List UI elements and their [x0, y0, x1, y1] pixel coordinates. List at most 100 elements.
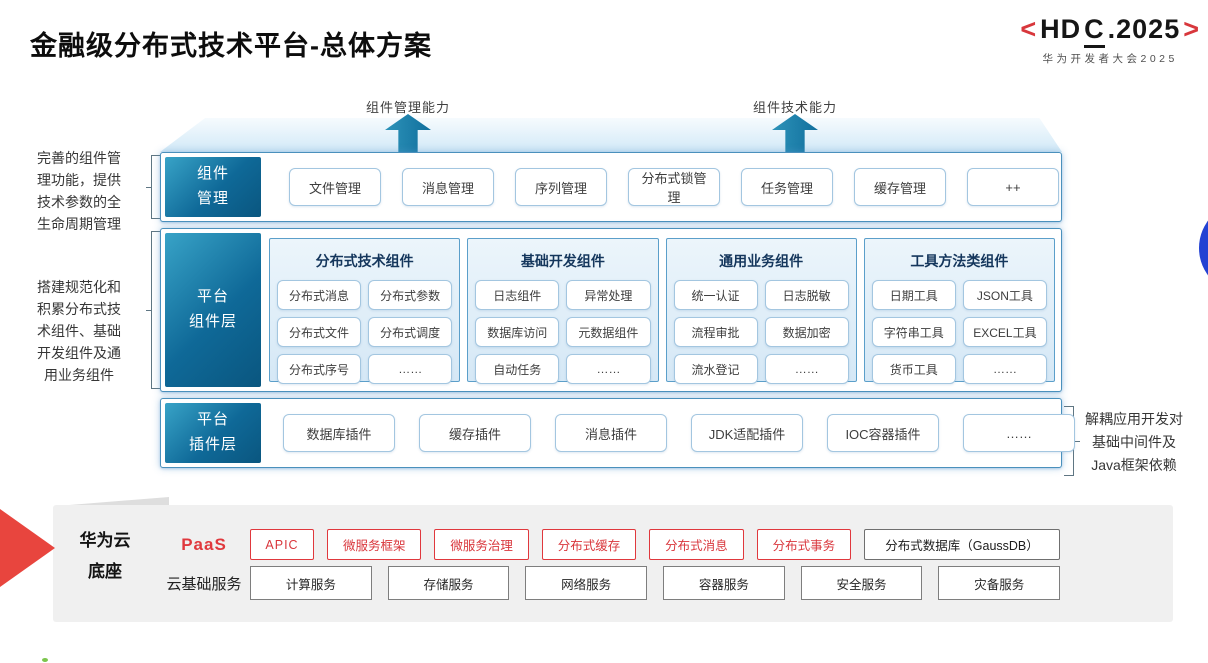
group-title: 通用业务组件	[719, 253, 804, 269]
component-box: 日期工具	[871, 280, 956, 310]
component-groups: 分布式技术组件 分布式消息 分布式参数 分布式文件 分布式调度 分布式序号 ………	[261, 233, 1057, 387]
component-box: 自动任务	[475, 354, 560, 384]
group-grid: 统一认证 日志脱敏 流程审批 数据加密 流水登记 ……	[673, 280, 849, 384]
component-box: 异常处理	[566, 280, 651, 310]
red-arrow-icon	[0, 509, 55, 587]
paas-label: PaaS	[181, 534, 227, 554]
group-grid: 日志组件 异常处理 数据库访问 元数据组件 自动任务 ……	[475, 280, 651, 384]
capability-label-management: 组件管理能力	[365, 100, 450, 115]
component-box: 分布式参数	[368, 280, 453, 310]
paas-boxes: APIC 微服务框架 微服务治理 分布式缓存 分布式消息 分布式事务 分布式数据…	[250, 529, 1061, 560]
logo-right-bracket: >	[1183, 14, 1200, 44]
blue-circle-decoration	[1199, 202, 1208, 294]
cloud-service-box: 安全服务	[800, 566, 923, 600]
note-component-management: 完善的组件管理功能，提供技术参数的全生命周期管理	[37, 150, 121, 232]
plugin-items: 数据库插件 缓存插件 消息插件 JDK适配插件 IOC容器插件 ……	[261, 403, 1075, 463]
plugin-box: 消息插件	[555, 414, 667, 452]
plugin-box: ……	[963, 414, 1075, 452]
huawei-cloud-base-panel	[53, 505, 1173, 622]
component-box: 元数据组件	[566, 317, 651, 347]
logo-prefix: HD	[1040, 14, 1082, 44]
component-box: 序列管理	[515, 168, 607, 206]
component-box: 分布式锁管理	[628, 168, 720, 206]
paas-row: PaaS APIC 微服务框架 微服务治理 分布式缓存 分布式消息 分布式事务 …	[158, 529, 1061, 560]
component-box: 流程审批	[673, 317, 758, 347]
plugin-box: 数据库插件	[283, 414, 395, 452]
group-title: 工具方法类组件	[910, 253, 1009, 269]
component-box: JSON工具	[962, 280, 1047, 310]
component-box: ……	[764, 354, 849, 384]
group-distributed-tech: 分布式技术组件 分布式消息 分布式参数 分布式文件 分布式调度 分布式序号 ……	[269, 238, 461, 384]
component-box: 分布式调度	[368, 317, 453, 347]
group-title: 分布式技术组件	[315, 253, 414, 269]
component-box: 消息管理	[402, 168, 494, 206]
component-box: 数据加密	[764, 317, 849, 347]
component-box: 缓存管理	[854, 168, 946, 206]
paas-gaussdb-box: 分布式数据库（GaussDB）	[864, 529, 1061, 560]
component-box: 流水登记	[673, 354, 758, 384]
logo-left-bracket: <	[1020, 14, 1038, 44]
group-grid: 分布式消息 分布式参数 分布式文件 分布式调度 分布式序号 ……	[277, 280, 453, 384]
paas-service-box: 微服务治理	[434, 529, 529, 560]
base-panel-3d-edge	[57, 497, 169, 506]
layer-row-components: 平台 组件层 分布式技术组件 分布式消息 分布式参数 分布式文件 分布式调度 分…	[160, 228, 1062, 392]
logo-underlined-letter: C	[1084, 14, 1105, 48]
green-dot-decoration	[42, 658, 48, 662]
cloud-services-row: 云基础服务 计算服务 存储服务 网络服务 容器服务 安全服务 灾备服务	[158, 566, 1061, 600]
layer-label-management: 组件 管理	[165, 157, 261, 217]
component-box: 分布式序号	[277, 354, 362, 384]
group-common-business: 通用业务组件 统一认证 日志脱敏 流程审批 数据加密 流水登记 ……	[665, 238, 857, 384]
platform-top-face	[160, 118, 1062, 152]
layer-row-plugins: 平台 插件层 数据库插件 缓存插件 消息插件 JDK适配插件 IOC容器插件 ……	[160, 398, 1075, 468]
paas-service-box: 分布式事务	[756, 529, 852, 560]
page-title: 金融级分布式技术平台-总体方案	[30, 31, 432, 61]
plugin-box: IOC容器插件	[827, 414, 939, 452]
group-grid: 日期工具 JSON工具 字符串工具 EXCEL工具 货币工具 ……	[871, 280, 1047, 384]
layer-label-plugins: 平台 插件层	[165, 403, 261, 463]
paas-service-box: 微服务框架	[327, 529, 422, 560]
paas-service-box: APIC	[250, 529, 314, 560]
group-title: 基础开发组件	[520, 253, 605, 269]
component-box: 分布式消息	[277, 280, 362, 310]
component-box: 数据库访问	[475, 317, 560, 347]
component-box: 日志脱敏	[764, 280, 849, 310]
cloud-service-box: 计算服务	[250, 566, 372, 600]
cloud-service-box: 存储服务	[387, 566, 510, 600]
component-box: ……	[962, 354, 1047, 384]
cloud-service-box: 灾备服务	[938, 566, 1061, 600]
component-box: ……	[566, 354, 651, 384]
component-box: 文件管理	[289, 168, 381, 206]
left-brace	[146, 231, 160, 389]
component-box: 任务管理	[741, 168, 833, 206]
component-box: ……	[368, 354, 453, 384]
cloud-service-boxes: 计算服务 存储服务 网络服务 容器服务 安全服务 灾备服务	[250, 566, 1061, 600]
component-box: EXCEL工具	[962, 317, 1047, 347]
component-box: 字符串工具	[871, 317, 956, 347]
note-platform-components: 搭建规范化和积累分布式技术组件、基础开发组件及通用业务组件	[37, 279, 121, 383]
cloud-service-box: 容器服务	[663, 566, 785, 600]
huawei-cloud-base-label: 华为云 底座	[79, 531, 131, 581]
hdc-logo-subtitle: 华为开发者大会2025	[1042, 53, 1178, 65]
management-items: 文件管理 消息管理 序列管理 分布式锁管理 任务管理 缓存管理 ++	[261, 157, 1059, 217]
group-basic-dev: 基础开发组件 日志组件 异常处理 数据库访问 元数据组件 自动任务 ……	[467, 238, 659, 384]
component-box: 分布式文件	[277, 317, 362, 347]
cloud-service-box: 网络服务	[525, 566, 648, 600]
plugin-box: 缓存插件	[419, 414, 531, 452]
cloud-services-label: 云基础服务	[166, 575, 242, 593]
component-box: ++	[967, 168, 1059, 206]
component-box: 统一认证	[673, 280, 758, 310]
group-tool-methods: 工具方法类组件 日期工具 JSON工具 字符串工具 EXCEL工具 货币工具 ……	[863, 238, 1055, 384]
layer-row-management: 组件 管理 文件管理 消息管理 序列管理 分布式锁管理 任务管理 缓存管理 ++	[160, 152, 1062, 222]
paas-service-box: 分布式消息	[649, 529, 744, 560]
layer-label-components: 平台 组件层	[165, 233, 261, 387]
paas-service-box: 分布式缓存	[541, 529, 637, 560]
plugin-box: JDK适配插件	[691, 414, 803, 452]
logo-suffix: .2025	[1107, 14, 1181, 44]
capability-label-technical: 组件技术能力	[752, 100, 837, 115]
note-plugin-decoupling: 解耦应用开发对基础中间件及Java框架依赖	[1085, 411, 1183, 473]
component-box: 日志组件	[475, 280, 560, 310]
left-brace	[146, 155, 160, 219]
